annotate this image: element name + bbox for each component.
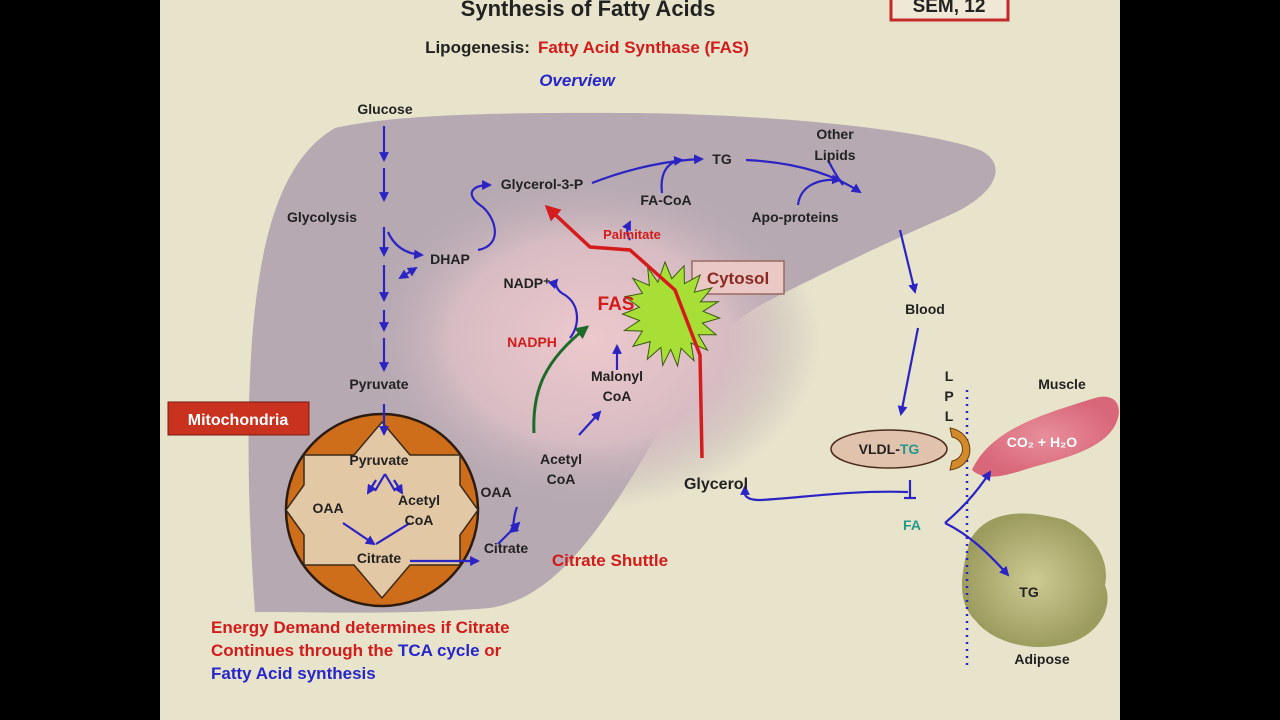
citrate-shuttle-label: Citrate Shuttle xyxy=(552,551,668,570)
note-line-2b: TCA cycle xyxy=(398,641,480,660)
fatty-acid-synthesis-diagram: Synthesis of Fatty Acids SEM, 12 Lipogen… xyxy=(167,0,1119,683)
pathway-arrows xyxy=(342,126,1010,577)
citrate-mito-label: Citrate xyxy=(357,550,402,566)
malonyl-coa-label-1: Malonyl xyxy=(591,368,643,384)
subtitle-main: Fatty Acid Synthase (FAS) xyxy=(538,38,749,57)
cytosol-label: Cytosol xyxy=(707,269,769,288)
course-tag: SEM, 12 xyxy=(913,0,986,17)
lpl-letter-l2: L xyxy=(945,408,954,424)
apo-proteins-label: Apo-proteins xyxy=(751,209,838,225)
palmitate-label: Palmitate xyxy=(603,227,661,242)
nadp-label: NADP⁺ xyxy=(503,275,550,291)
muscle-label: Muscle xyxy=(1038,376,1086,392)
mitochondrion-inner xyxy=(285,420,479,600)
acetyl-coa-mito-label-2: CoA xyxy=(405,512,434,528)
note-line-2c: or xyxy=(480,641,502,660)
dhap-label: DHAP xyxy=(430,251,470,267)
slide: Synthesis of Fatty Acids SEM, 12 Lipogen… xyxy=(160,0,1120,720)
citrate-label: Citrate xyxy=(484,540,529,556)
tg-adipose-label: TG xyxy=(1019,584,1039,600)
other-lipids-label-2: Lipids xyxy=(814,147,855,163)
glucose-label: Glucose xyxy=(357,101,412,117)
pyruvate-mito-label: Pyruvate xyxy=(349,452,408,468)
tg-label: TG xyxy=(712,151,732,167)
acetyl-coa-label-2: CoA xyxy=(547,471,576,487)
glycerol-label: Glycerol xyxy=(684,476,748,493)
muscle-tissue xyxy=(972,396,1119,477)
note-line-1: Energy Demand determines if Citrate xyxy=(211,618,510,637)
oaa-mito-label: OAA xyxy=(312,500,343,516)
other-lipids-label-1: Other xyxy=(816,126,854,142)
overview-label: Overview xyxy=(539,71,616,90)
glycolysis-label: Glycolysis xyxy=(287,209,357,225)
adipose-tissue xyxy=(961,513,1108,648)
co2-h2o-label: CO₂ + H₂O xyxy=(1007,434,1078,450)
fa-coa-label: FA-CoA xyxy=(640,192,691,208)
nadph-supply-arrow xyxy=(532,325,590,434)
glycerol-3p-label: Glycerol-3-P xyxy=(501,176,583,192)
mitochondria-label: Mitochondria xyxy=(188,412,289,429)
subtitle-prefix: Lipogenesis: xyxy=(425,38,530,57)
vldl-tg: TG xyxy=(900,441,920,457)
course-tag-box xyxy=(889,0,1010,22)
vldl-label: VLDL-TG xyxy=(859,441,920,457)
note-line-2a: Continues through the xyxy=(211,641,398,660)
lpl-letter-l1: L xyxy=(945,368,954,384)
subtitle: Lipogenesis: Fatty Acid Synthase (FAS) xyxy=(425,38,749,57)
vldl-prefix: VLDL- xyxy=(859,441,901,457)
cytosol-glow xyxy=(360,170,820,510)
pyruvate-label: Pyruvate xyxy=(349,376,408,392)
vldl-particle xyxy=(830,429,948,469)
note-line-2: Continues through the TCA cycle or xyxy=(211,641,502,660)
acetyl-coa-mito-label-1: Acetyl xyxy=(398,492,440,508)
lpl-enzyme xyxy=(949,427,971,471)
page-title: Synthesis of Fatty Acids xyxy=(461,0,716,21)
adipose-label: Adipose xyxy=(1014,651,1069,667)
oaa-label: OAA xyxy=(480,484,511,500)
nadph-label: NADPH xyxy=(507,334,557,350)
fas-label: FAS xyxy=(598,294,635,315)
acetyl-coa-label-1: Acetyl xyxy=(540,451,582,467)
palmitate-export-arrow xyxy=(544,204,704,459)
blood-label: Blood xyxy=(905,301,945,317)
mitochondria-label-box xyxy=(167,401,310,436)
lpl-letter-p: P xyxy=(944,388,953,404)
note-line-3: Fatty Acid synthesis xyxy=(211,664,376,683)
fa-label: FA xyxy=(903,517,921,533)
malonyl-coa-label-2: CoA xyxy=(603,388,632,404)
